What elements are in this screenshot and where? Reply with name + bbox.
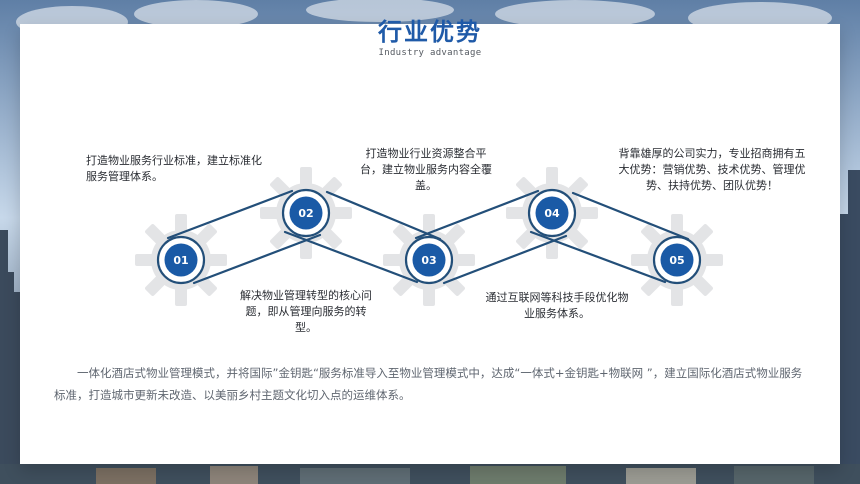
step-number-04: 04: [544, 207, 560, 220]
step-node-01: 01: [156, 235, 206, 285]
step-number-01: 01: [173, 254, 188, 267]
step-node-02: 02: [281, 188, 331, 238]
step-text-04: 通过互联网等科技手段优化物业服务体系。: [485, 291, 629, 320]
step-text-05: 背靠雄厚的公司实力，专业招商拥有五大优势：营销优势、技术优势、管理优势、扶持优势…: [618, 147, 806, 192]
summary-paragraph: 一体化酒店式物业管理模式，并将国际”金钥匙“服务标准导入至物业管理模式中，达成“…: [54, 366, 803, 402]
page-subtitle: Industry advantage: [378, 48, 482, 58]
step-node-03: 03: [404, 235, 454, 285]
step-text-03: 解决物业管理转型的核心问题，即从管理向服务的转型。: [240, 289, 372, 334]
belt-03-04-top: [414, 189, 540, 240]
step-number-02: 02: [298, 207, 313, 220]
belt-02-03-top: [325, 190, 442, 241]
step-number-05: 05: [669, 254, 684, 267]
connecting-belts: [166, 189, 690, 285]
step-number-03: 03: [421, 254, 436, 267]
belt-04-05-top: [571, 191, 690, 241]
step-text-02: 打造物业行业资源整合平台，建立物业服务内容全覆盖。: [360, 147, 492, 192]
step-node-04: 04: [527, 188, 577, 238]
belt-03-04-bottom: [442, 234, 568, 285]
belt-02-03-bottom: [283, 230, 419, 284]
step-node-05: 05: [652, 235, 702, 285]
belt-01-02-bottom: [192, 233, 322, 285]
page-title: 行业优势: [378, 18, 482, 46]
step-text-01: 打造物业服务行业标准，建立标准化服务管理体系。: [86, 154, 262, 183]
belt-01-02-top: [166, 189, 294, 240]
belt-04-05-bottom: [529, 230, 667, 284]
